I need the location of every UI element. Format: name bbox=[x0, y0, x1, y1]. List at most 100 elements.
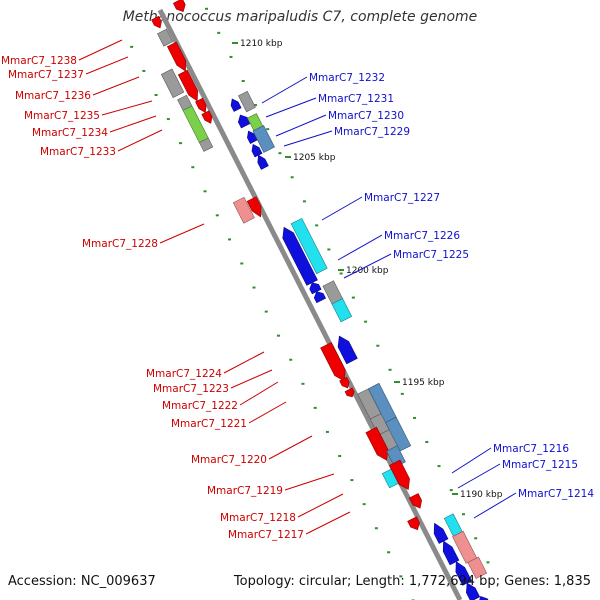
left-guide-dot bbox=[301, 382, 305, 385]
gene-label: MmarC7_1225 bbox=[393, 249, 469, 261]
gene-feature bbox=[252, 125, 275, 153]
gene-feature bbox=[344, 387, 355, 398]
right-guide-dot bbox=[266, 128, 270, 131]
left-guide-dot bbox=[142, 69, 146, 72]
ruler-label: 1210 kbp bbox=[240, 39, 283, 49]
gene-label-leader bbox=[223, 351, 265, 374]
right-guide-dot bbox=[339, 272, 343, 275]
gene-label-leader bbox=[109, 115, 157, 133]
gene-label-leader bbox=[101, 100, 153, 116]
gene-label: MmarC7_1222 bbox=[162, 400, 238, 412]
right-guide-dot bbox=[437, 465, 441, 468]
right-guide-dot bbox=[327, 248, 331, 251]
gene-feature bbox=[337, 335, 358, 365]
left-guide-dot bbox=[191, 166, 195, 169]
gene-label: MmarC7_1228 bbox=[82, 238, 158, 250]
gene-feature bbox=[230, 98, 242, 112]
left-guide-dot bbox=[179, 142, 183, 145]
right-guide-dot bbox=[217, 31, 221, 34]
gene-label-leader bbox=[239, 381, 279, 406]
right-guide-dot bbox=[376, 344, 380, 347]
gene-label-leader bbox=[265, 97, 317, 118]
gene-label: MmarC7_1218 bbox=[220, 512, 296, 524]
left-guide-dot bbox=[228, 238, 232, 241]
gene-label-leader bbox=[261, 76, 308, 104]
gene-label: MmarC7_1238 bbox=[1, 55, 77, 67]
gene-feature bbox=[388, 459, 410, 491]
gene-feature bbox=[257, 154, 269, 170]
gene-feature bbox=[465, 582, 481, 600]
right-guide-dot bbox=[400, 392, 404, 395]
gene-label-leader bbox=[284, 473, 335, 491]
gene-label-leader bbox=[343, 253, 392, 279]
gene-feature bbox=[339, 376, 350, 389]
gene-feature bbox=[237, 114, 251, 129]
left-guide-dot bbox=[166, 118, 170, 121]
gene-feature bbox=[157, 28, 174, 47]
gene-feature bbox=[467, 556, 488, 579]
right-guide-dot bbox=[486, 561, 490, 564]
right-guide-dot bbox=[461, 513, 465, 516]
gene-label-leader bbox=[305, 511, 351, 535]
gene-label: MmarC7_1234 bbox=[32, 127, 108, 139]
left-guide-dot bbox=[350, 479, 354, 482]
left-guide-dot bbox=[215, 214, 219, 217]
gene-feature bbox=[177, 69, 198, 102]
right-guide-dot bbox=[388, 368, 392, 371]
ruler-label: 1190 kbp bbox=[460, 490, 503, 500]
ruler-label: 1200 kbp bbox=[346, 266, 389, 276]
right-guide-dot bbox=[474, 537, 478, 540]
gene-label-leader bbox=[78, 39, 123, 61]
gene-feature bbox=[331, 298, 353, 323]
gene-label: MmarC7_1224 bbox=[146, 368, 222, 380]
gene-label: MmarC7_1237 bbox=[8, 69, 84, 81]
right-guide-dot bbox=[278, 152, 282, 155]
gene-label-leader bbox=[268, 435, 313, 460]
gene-feature bbox=[433, 522, 449, 544]
right-guide-dot bbox=[241, 79, 245, 82]
right-guide-dot bbox=[290, 176, 294, 179]
gene-feature bbox=[290, 217, 328, 275]
left-guide-dot bbox=[362, 503, 366, 506]
gene-label-leader bbox=[321, 196, 363, 221]
gene-label: MmarC7_1215 bbox=[502, 459, 578, 471]
left-guide-dot bbox=[130, 45, 134, 48]
map-title: Methanococcus maripaludis C7, complete g… bbox=[122, 9, 478, 25]
gene-feature bbox=[309, 282, 322, 295]
gene-label: MmarC7_1223 bbox=[153, 383, 229, 395]
gene-label-leader bbox=[457, 463, 501, 489]
gene-label: MmarC7_1214 bbox=[518, 488, 594, 500]
gene-feature bbox=[201, 110, 213, 124]
gene-feature bbox=[166, 41, 187, 72]
gene-feature bbox=[198, 137, 214, 152]
gene-label-leader bbox=[85, 56, 129, 75]
left-guide-dot bbox=[252, 286, 256, 289]
left-guide-dot bbox=[313, 406, 317, 409]
gene-label: MmarC7_1231 bbox=[318, 93, 394, 105]
gene-feature bbox=[408, 493, 422, 509]
right-guide-dot bbox=[364, 320, 368, 323]
gene-feature bbox=[320, 342, 346, 382]
gene-label-leader bbox=[230, 369, 273, 389]
right-guide-dot bbox=[253, 104, 257, 107]
left-guide-dot bbox=[325, 430, 329, 433]
accession-label: Accession: NC_009637 bbox=[8, 574, 156, 589]
left-guide-dot bbox=[264, 310, 268, 313]
right-guide-dot bbox=[425, 441, 429, 444]
gene-feature bbox=[172, 0, 186, 13]
gene-feature bbox=[195, 97, 207, 114]
gene-feature bbox=[442, 540, 460, 566]
left-guide-dot bbox=[338, 455, 342, 458]
gene-feature bbox=[251, 143, 263, 158]
gene-label-leader bbox=[473, 492, 517, 519]
gene-label-leader bbox=[159, 223, 205, 244]
gene-feature bbox=[313, 291, 327, 304]
gene-feature bbox=[246, 196, 262, 218]
gene-feature bbox=[282, 226, 318, 286]
right-guide-dot bbox=[302, 200, 306, 203]
gene-label: MmarC7_1226 bbox=[384, 230, 460, 242]
right-guide-dot bbox=[449, 489, 453, 492]
gene-feature bbox=[452, 530, 478, 564]
right-guide-dot bbox=[229, 55, 233, 58]
right-guide-dot bbox=[315, 224, 319, 227]
